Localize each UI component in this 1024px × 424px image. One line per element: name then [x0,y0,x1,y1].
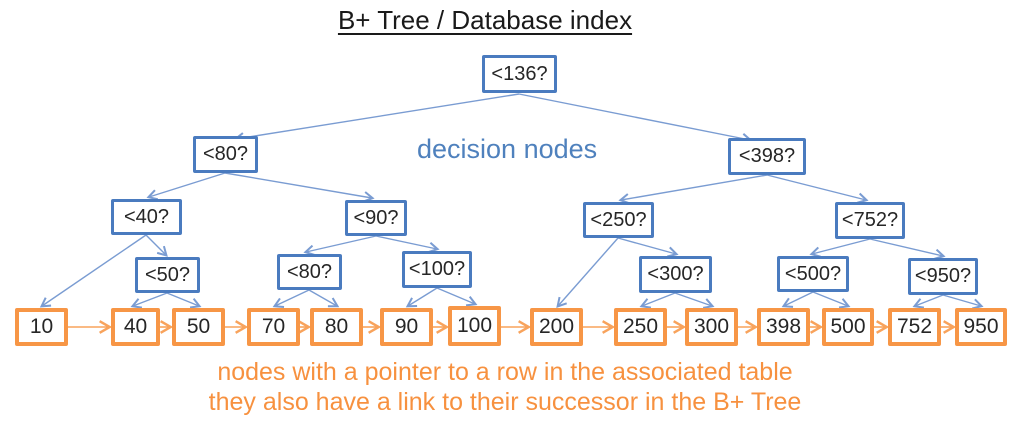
leaf-node-10: 10 [15,308,68,346]
decision-node-300: <300? [639,256,712,293]
decision-tree-connectors [39,93,984,310]
leaf-node-250: 250 [614,308,667,346]
decision-node-500: <500? [777,256,849,292]
leaf-node-398: 398 [757,308,810,346]
decision-node-40: <40? [111,199,182,235]
decision-node-80b: <80? [277,254,342,290]
leaf-node-752: 752 [888,308,941,346]
decision-node-90: <90? [345,200,407,236]
decision-node-136: <136? [482,55,557,93]
decision-node-950: <950? [908,258,978,295]
decision-nodes-annotation: decision nodes [417,134,598,164]
decision-node-80: <80? [193,136,258,173]
decision-node-50: <50? [135,257,200,293]
decision-node-100: <100? [402,251,472,288]
diagram-title: B+ Tree / Database index [337,5,633,35]
leaf-node-40: 40 [111,308,160,346]
leaf-node-90: 90 [380,308,433,346]
leaf-node-100: 100 [448,306,501,346]
leaf-node-200: 200 [530,308,583,346]
leaf-node-500: 500 [822,308,874,346]
decision-node-398: <398? [728,138,806,175]
leaf-node-80: 80 [310,308,363,346]
leaf-node-70: 70 [247,308,300,346]
leaf-caption-line1: nodes with a pointer to a row in the ass… [217,358,793,386]
leaf-node-50: 50 [172,308,225,346]
leaf-node-300: 300 [685,308,738,346]
leaf-caption-line2: they also have a link to their successor… [208,388,802,416]
leaf-node-950: 950 [955,308,1007,346]
decision-node-250: <250? [583,202,654,238]
decision-node-752: <752? [835,202,905,239]
